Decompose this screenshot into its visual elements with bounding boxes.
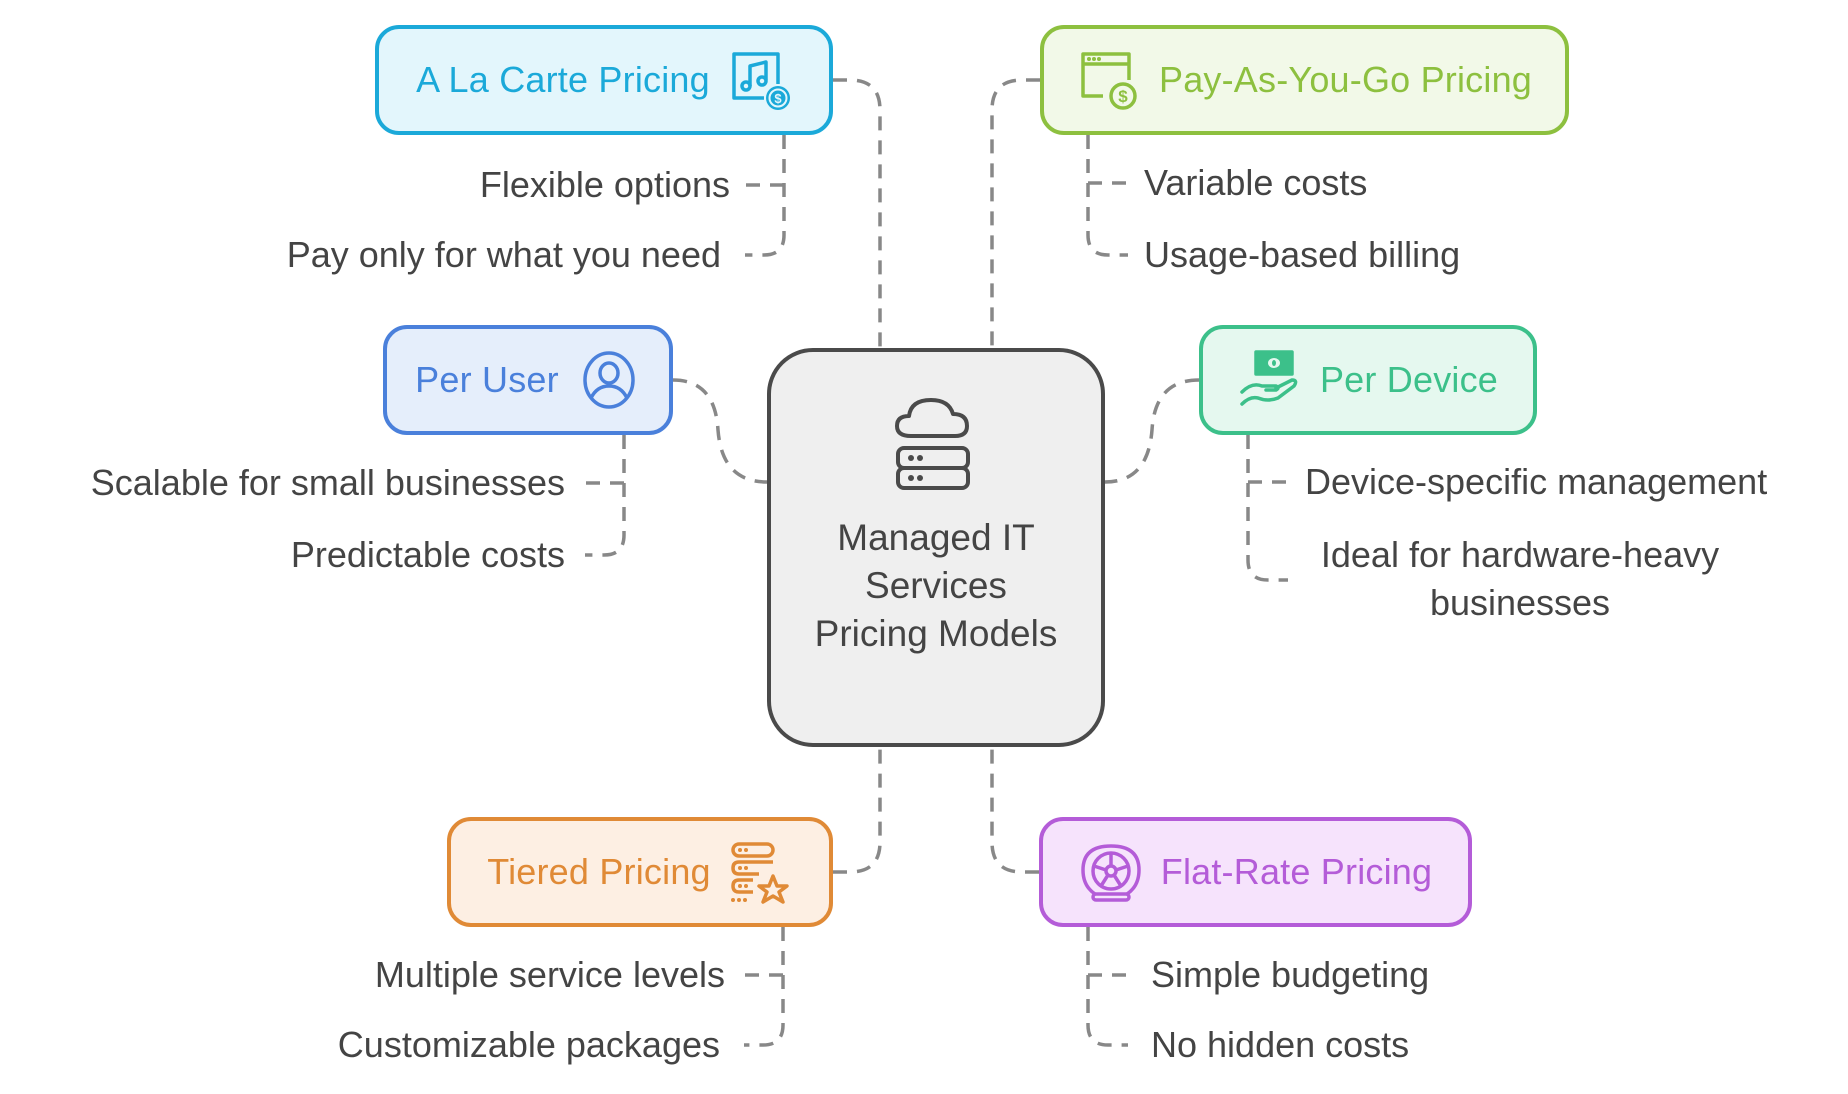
branch-per-user[interactable]: Per User <box>383 325 673 435</box>
branch-item-line: Ideal for hardware-heavy <box>1320 534 1720 575</box>
sub-connector-per-user <box>585 435 626 557</box>
branch-label: Per User <box>415 359 559 400</box>
sub-connector-a-la-carte <box>745 135 786 257</box>
branch-item: Multiple service levels <box>374 954 725 995</box>
server-star-icon <box>730 842 789 904</box>
branch-label: A La Carte Pricing <box>416 59 710 100</box>
branch-label: Per Device <box>1319 359 1499 400</box>
branch-pay-as-you-go-pricing[interactable]: $ Pay-As-You-Go Pricing <box>1040 25 1569 135</box>
wheel-icon <box>1081 844 1141 902</box>
connector-flat-rate <box>990 747 1039 874</box>
music-dollar-icon: $ <box>732 52 790 110</box>
branch-a-la-carte-pricing[interactable]: A La Carte Pricing $ <box>375 25 833 135</box>
branch-item: Ideal for hardware-heavy businesses <box>1300 533 1740 625</box>
browser-dollar-icon: $ <box>1081 52 1137 110</box>
branch-flat-rate-pricing[interactable]: Flat-Rate Pricing <box>1039 817 1472 927</box>
connector-tiered <box>833 747 882 874</box>
branch-label: Flat-Rate Pricing <box>1160 851 1433 892</box>
connector-a-la-carte <box>833 78 882 348</box>
branch-item: Usage-based billing <box>1144 234 1461 275</box>
connector-pay-as-you-go <box>990 78 1040 348</box>
branch-item: Flexible options <box>479 164 730 205</box>
branch-item: Scalable for small businesses <box>90 462 565 503</box>
svg-text:$: $ <box>1118 87 1128 106</box>
branch-item: Predictable costs <box>290 534 565 575</box>
connector-per-user <box>672 378 768 484</box>
branch-item: No hidden costs <box>1151 1024 1410 1065</box>
sub-connector-tiered <box>744 927 785 1047</box>
branch-item: Pay only for what you need <box>286 234 721 275</box>
branch-item: Customizable packages <box>337 1024 720 1065</box>
sub-connector-pay-as-you-go <box>1086 135 1128 257</box>
branch-item: Device-specific management <box>1305 461 1768 502</box>
sub-connector-flat-rate <box>1086 927 1128 1047</box>
branch-label: Pay-As-You-Go Pricing <box>1158 59 1533 100</box>
cloud-server-icon <box>895 398 970 490</box>
svg-text:$: $ <box>774 91 782 106</box>
user-circle-icon <box>583 351 635 409</box>
branch-item: Variable costs <box>1144 162 1368 203</box>
branch-per-device[interactable]: Per Device <box>1199 325 1537 435</box>
connector-per-device <box>1104 378 1200 484</box>
hand-money-icon <box>1240 350 1298 406</box>
branch-label: Tiered Pricing <box>487 851 711 892</box>
sub-connector-per-device <box>1246 435 1288 582</box>
branch-item: Simple budgeting <box>1151 954 1430 995</box>
central-topic-title: Managed IT Services Pricing Models <box>814 517 1058 654</box>
branch-tiered-pricing[interactable]: Tiered Pricing <box>447 817 833 927</box>
branch-item-line: businesses <box>1429 582 1611 623</box>
central-topic-node[interactable]: Managed IT Services Pricing Models <box>767 348 1105 747</box>
